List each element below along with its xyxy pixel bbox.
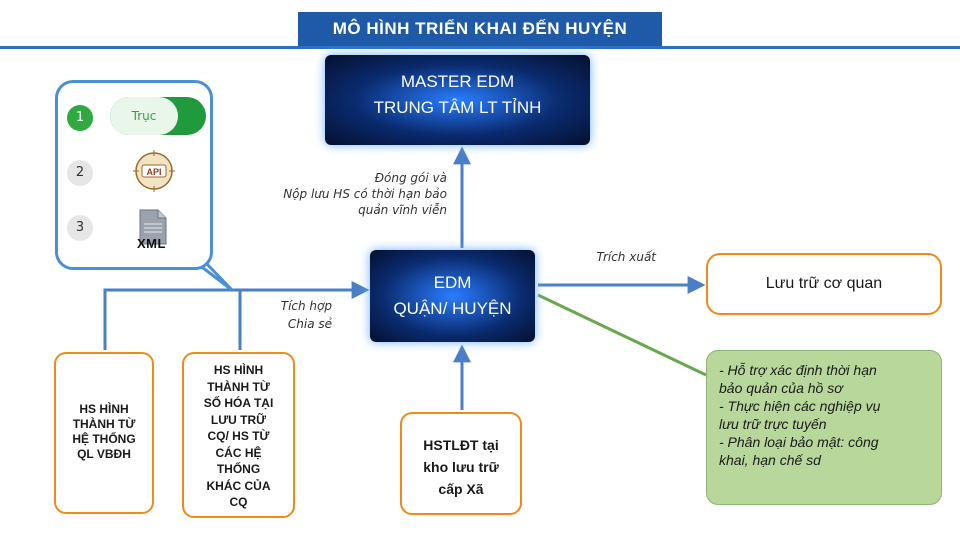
hs-so-hoa-line2: THÀNH TỪ [207,379,270,394]
tich-hop-line2: Chia sẻ [287,317,332,331]
step-3-badge: 3 [67,215,93,241]
hs-so-hoa-line6: CÁC HỆ [215,445,262,460]
master-edm-line2: TRUNG TÂM LT TỈNH [373,98,542,117]
hs-vbdh-line2: THÀNH TỪ [72,417,136,431]
bus-line-left [103,288,240,350]
green-link-edm-notes [537,293,707,377]
hs-vbdh-line3: HỆ THỐNG [72,432,136,446]
step-2-badge: 2 [67,160,93,186]
hs-so-hoa-line1: HS HÌNH [213,363,264,377]
dong-goi-line1: Đóng gói và [374,171,447,185]
dong-goi-label: Đóng gói và Nộp lưu HS có thời hạn bảo q… [262,170,447,218]
hstldt-box: HSTLĐT tại kho lưu trữ cấp Xã [400,412,522,515]
hs-so-hoa-line8: KHÁC CỦA [206,478,271,493]
hs-so-hoa-box: HS HÌNH THÀNH TỪ SỐ HÓA TẠI LƯU TRỮ CQ/ … [182,352,295,518]
note-line3: - Thực hiện các nghiệp vụ [719,398,881,414]
tich-hop-label: Tích hợp Chia sẻ [270,297,332,333]
note-line2: bảo quản của hồ sơ [719,380,843,396]
edm-line2: QUẬN/ HUYỆN [393,299,512,318]
tich-hop-line1: Tích hợp [280,299,332,313]
header-rule [0,46,960,49]
page-title: MÔ HÌNH TRIỂN KHAI ĐẾN HUYỆN [298,12,662,46]
note-line6: khai, hạn chế sd [719,452,821,468]
truc-label: Trục [110,97,178,135]
hs-vbdh-box: HS HÌNH THÀNH TỪ HỆ THỐNG QL VBĐH [54,352,154,514]
master-edm-node: MASTER EDM TRUNG TÂM LT TỈNH [325,55,590,145]
note-line5: - Phân loại bảo mật: công [719,434,879,450]
hstldt-line3: cấp Xã [438,481,484,497]
xml-label: XML [137,236,166,251]
step-1-badge: 1 [67,105,93,131]
hstldt-line1: HSTLĐT tại [423,437,499,453]
hstldt-line2: kho lưu trữ [423,459,499,475]
master-edm-line1: MASTER EDM [400,72,515,91]
hs-so-hoa-line3: SỐ HÓA TẠI [203,396,274,410]
api-icon-text: API [146,167,161,177]
dong-goi-line3: quản vĩnh viễn [358,203,447,217]
features-note-box: - Hỗ trợ xác định thời hạn bảo quản của … [706,350,942,505]
api-icon: API [133,150,175,192]
luu-tru-co-quan-box: Lưu trữ cơ quan [706,253,942,315]
dong-goi-line2: Nộp lưu HS có thời hạn bảo [283,187,447,201]
edm-district-node: EDM QUẬN/ HUYỆN [370,250,535,342]
note-line4: lưu trữ trực tuyến [719,416,827,432]
hs-vbdh-line4: QL VBĐH [77,447,131,461]
hs-so-hoa-line7: THỐNG [216,462,261,476]
note-line1: - Hỗ trợ xác định thời hạn [719,362,877,378]
edm-line1: EDM [433,273,472,292]
hs-vbdh-line1: HS HÌNH [79,402,129,416]
hs-so-hoa-line5: CQ/ HS TỪ [207,429,270,443]
trich-xuat-label: Trích xuất [596,250,656,264]
hs-so-hoa-line9: CQ [229,495,248,509]
xml-file-icon [139,209,167,245]
hs-so-hoa-line4: LƯU TRỮ [210,412,267,427]
